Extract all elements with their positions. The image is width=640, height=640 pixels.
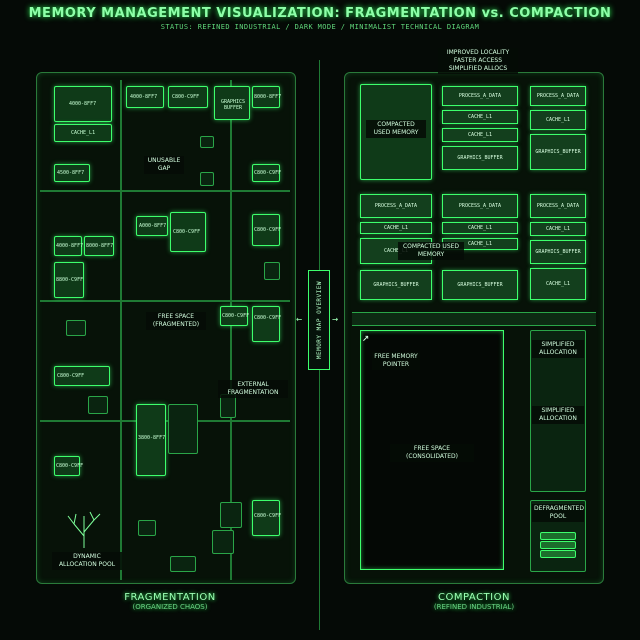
memory-block: 4000-8FF7 — [54, 86, 112, 122]
page-subtitle: STATUS: REFINED INDUSTRIAL / DARK MODE /… — [160, 23, 480, 31]
graphics-buffer-slot: GRAPHICS_BUFFER — [360, 270, 432, 300]
compaction-title: COMPACTION — [438, 592, 510, 603]
memory-block: 4500-8FF7 — [54, 164, 90, 182]
simplified-allocation-label-2: SIMPLIFIED ALLOCATION — [532, 406, 584, 424]
stack-icon — [540, 541, 576, 549]
arrow-right-icon: → — [332, 314, 339, 325]
graphics-buffer-slot: GRAPHICS_BUFFER — [530, 240, 586, 264]
memory-block: C800-C9FF — [220, 306, 249, 326]
memory-block: C800-C9FF — [252, 500, 281, 536]
free-space-fragmented-label: FREE SPACE (FRAGMENTED) — [146, 312, 206, 330]
memory-block: CACHE_L1 — [54, 124, 112, 142]
free-memory-pointer-label: FREE MEMORY POINTER — [372, 352, 420, 370]
memory-block: C800-C9FF — [54, 456, 83, 476]
memory-block: GRAPHICS BUFFER — [214, 86, 250, 120]
bus-trace — [230, 80, 232, 580]
memory-block: 4000-8FF7 — [54, 236, 83, 256]
fragmentation-subtitle: (ORGANIZED CHAOS) — [132, 603, 208, 611]
bus-trace — [352, 312, 596, 326]
simplified-allocation-label-1: SIMPLIFIED ALLOCATION — [532, 340, 584, 358]
memory-block: C800-C9FF — [168, 86, 208, 108]
memory-map-overview-label: MEMORY MAP OVERVIEW — [308, 270, 330, 370]
memory-block: 8000-8FF7 — [84, 236, 114, 256]
memory-block — [138, 520, 156, 536]
graphics-buffer-slot: GRAPHICS_BUFFER — [442, 270, 518, 300]
memory-block: C800-C9FF — [170, 212, 206, 252]
arrow-pointer-icon: ↗ — [362, 330, 370, 344]
memory-block — [170, 556, 196, 572]
stack-icon — [540, 550, 576, 558]
memory-block: C800-C9FF — [252, 164, 281, 182]
memory-block: C800-C9FF — [252, 214, 281, 246]
locality-note: IMPROVED LOCALITY FASTER ACCESS SIMPLIFI… — [438, 48, 518, 74]
memory-block — [212, 530, 234, 554]
memory-block — [66, 320, 86, 336]
memory-block — [220, 502, 242, 528]
graphics-buffer-slot: GRAPHICS_BUFFER — [530, 134, 586, 170]
process-a-data-slot: PROCESS_A_DATA — [530, 194, 586, 218]
memory-block — [200, 136, 214, 148]
bus-trace — [120, 80, 122, 580]
unusable-gap-label: UNUSABLE GAP — [144, 156, 184, 174]
defragmented-pool-label: DEFRAGMENTED POOL — [532, 504, 584, 522]
compacted-used-memory-label-2: COMPACTED USED MEMORY — [398, 242, 464, 260]
arrow-left-icon: ← — [296, 314, 303, 325]
free-space-consolidated-label: FREE SPACE (CONSOLIDATED) — [390, 444, 474, 462]
cache-l1-slot: CACHE_L1 — [360, 222, 432, 234]
graphics-buffer-slot: GRAPHICS_BUFFER — [442, 146, 518, 170]
fragmentation-caption: FRAGMENTATION (ORGANIZED CHAOS) — [80, 592, 260, 611]
memory-block: 8800-C9FF — [54, 262, 84, 298]
process-a-data-slot: PROCESS_A_DATA — [360, 194, 432, 218]
compaction-subtitle: (REFINED INDUSTRIAL) — [433, 603, 515, 611]
fragmentation-title: FRAGMENTATION — [124, 592, 216, 603]
bus-trace — [40, 190, 290, 192]
external-fragmentation-label: EXTERNAL FRAGMENTATION — [218, 380, 288, 398]
memory-block: C800-C9FF — [54, 366, 110, 386]
memory-block — [168, 404, 198, 454]
process-a-data-slot: PROCESS_A_DATA — [442, 194, 518, 218]
page-title: MEMORY MANAGEMENT VISUALIZATION: FRAGMEN… — [28, 6, 612, 21]
memory-block — [264, 262, 280, 280]
cache-l1-slot: CACHE_L1 — [530, 110, 586, 130]
memory-block: A000-8FF7 — [136, 216, 168, 236]
process-a-data-slot: PROCESS_A_DATA — [530, 86, 586, 106]
cache-l1-slot: CACHE_L1 — [530, 268, 586, 300]
memory-block — [88, 396, 108, 414]
cache-l1-slot: CACHE_L1 — [442, 110, 518, 124]
cache-l1-slot: CACHE_L1 — [530, 222, 586, 236]
tree-icon — [62, 510, 106, 548]
dynamic-allocation-pool-label: DYNAMIC ALLOCATION POOL — [52, 552, 122, 570]
memory-block: 3800-8FF7 — [136, 404, 166, 476]
stack-icon — [540, 532, 576, 540]
bus-trace — [40, 300, 290, 302]
cache-l1-slot: CACHE_L1 — [442, 222, 518, 234]
memory-block: 8000-8FF7 — [252, 86, 281, 108]
cache-l1-slot: CACHE_L1 — [442, 128, 518, 142]
memory-block — [200, 172, 214, 186]
memory-block: C800-C9FF — [252, 306, 281, 342]
compaction-caption: COMPACTION (REFINED INDUSTRIAL) — [384, 592, 564, 611]
process-a-data-slot: PROCESS_A_DATA — [442, 86, 518, 106]
compacted-used-memory-label-1: COMPACTED USED MEMORY — [366, 120, 426, 138]
memory-block: 4000-8FF7 — [126, 86, 164, 108]
